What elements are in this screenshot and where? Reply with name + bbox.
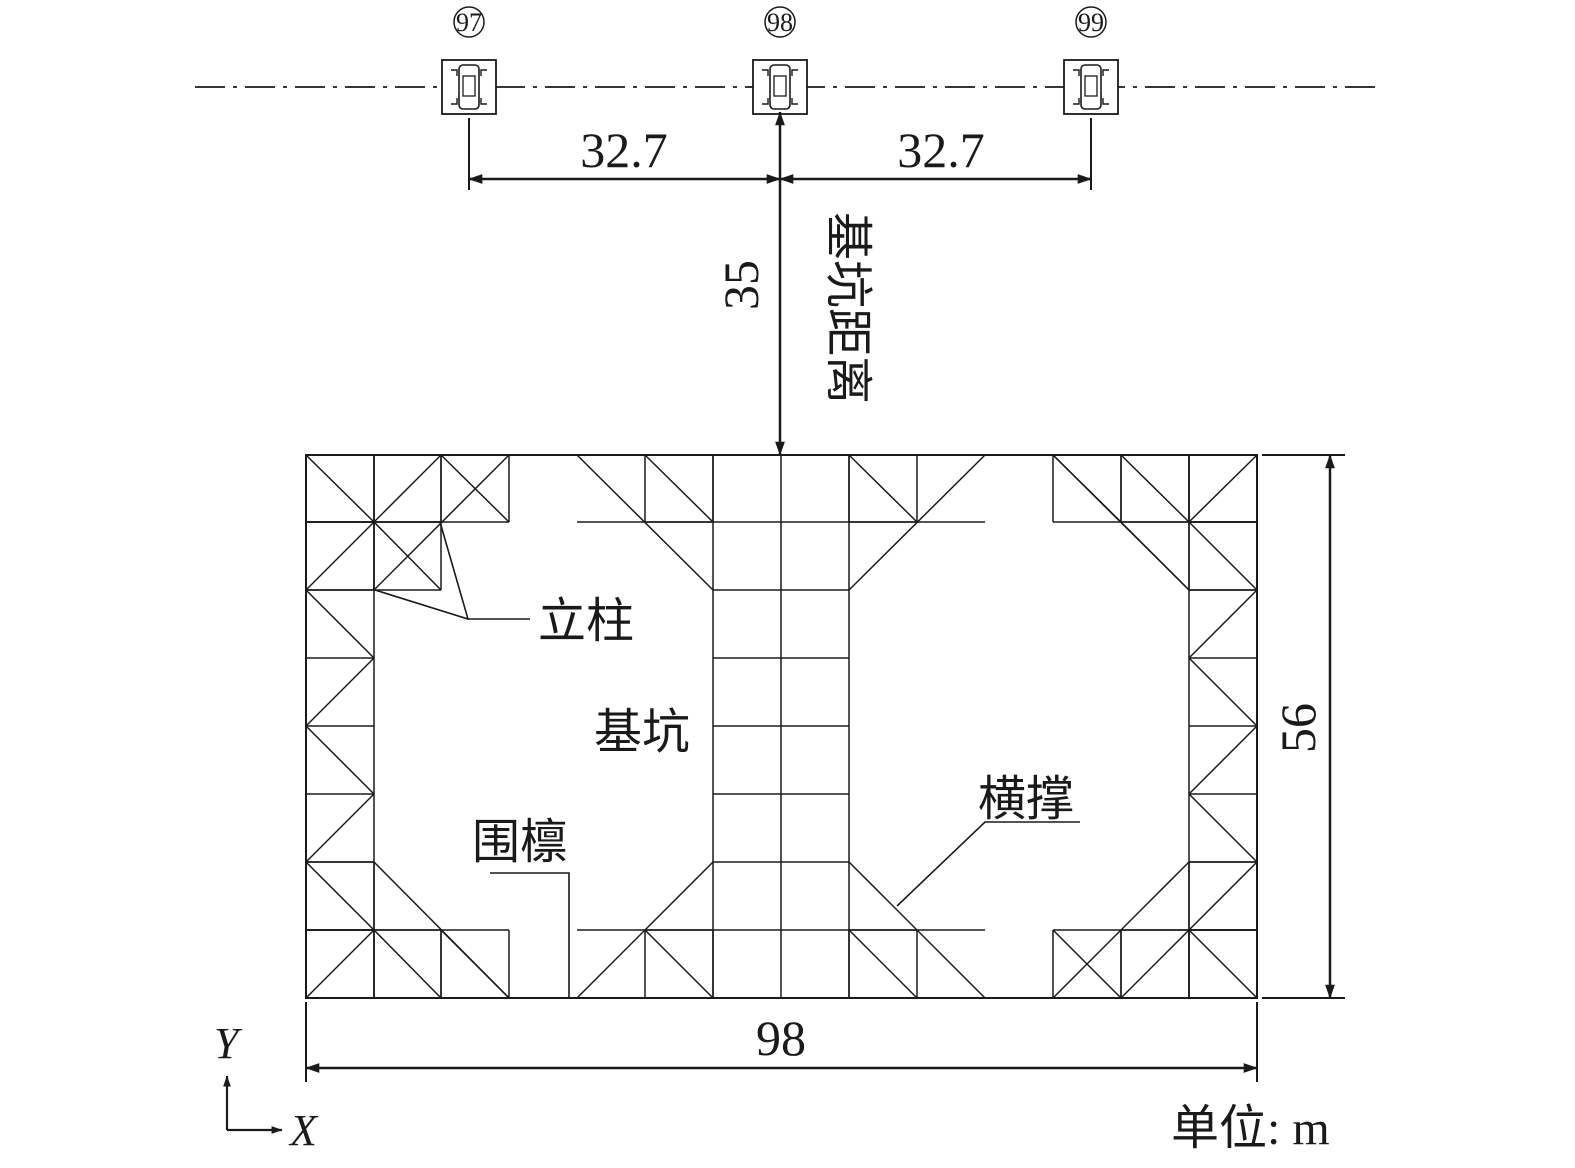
support-member: [848, 929, 918, 999]
column-leader: [374, 521, 530, 621]
coordinate-axes: [223, 1075, 283, 1134]
support-member: [848, 454, 986, 591]
support-member: [644, 454, 714, 523]
support-member: [1188, 861, 1258, 931]
support-member: [373, 861, 510, 999]
support-member: [305, 793, 375, 863]
support-member: [1188, 454, 1258, 523]
support-member: [305, 454, 375, 523]
support-member: [848, 454, 918, 523]
support-members: [305, 454, 1258, 999]
pier-icon: [441, 59, 497, 115]
support-member: [1188, 521, 1258, 591]
support-member: [848, 861, 986, 999]
support-member: [373, 929, 442, 999]
pier-spacing-dimension: [468, 118, 1092, 190]
support-member: [305, 521, 375, 591]
pier-number: 97: [456, 8, 482, 37]
support-member: [1188, 793, 1258, 863]
pier-99: 99: [1063, 6, 1119, 115]
support-member: [1052, 861, 1190, 999]
pier-icon: [752, 59, 808, 115]
support-member: [305, 657, 375, 727]
distance-value: 35: [713, 260, 769, 310]
waler-label: 围檩: [472, 816, 568, 869]
support-member: [1052, 454, 1190, 591]
support-member: [1188, 929, 1258, 999]
strut-label: 横撑: [978, 773, 1074, 826]
distance-label: 基坑距离: [821, 212, 874, 404]
pit-width-dimension: [1262, 454, 1345, 999]
support-member: [305, 861, 375, 931]
waler-leader: [490, 872, 570, 998]
support-member: [644, 929, 714, 999]
pit-length-label: 98: [756, 1010, 806, 1066]
pit-label: 基坑: [594, 706, 690, 759]
y-axis-label: Y: [214, 1019, 243, 1068]
support-member: [1188, 589, 1258, 659]
strut-leader: [896, 821, 1080, 907]
unit-label: 单位: m: [1171, 1102, 1330, 1155]
pier-number: 99: [1078, 8, 1104, 37]
x-axis-label: X: [288, 1106, 319, 1155]
pier-number-circle: [1075, 6, 1107, 38]
support-member: [305, 725, 375, 795]
pit-width-label: 56: [1270, 703, 1326, 753]
pier-icon: [1063, 59, 1119, 115]
pier-spacing-right-label: 32.7: [897, 122, 985, 178]
support-member: [1120, 454, 1190, 523]
column-label: 立柱: [538, 595, 634, 648]
pit-length-dimension: [305, 1002, 1258, 1082]
support-member: [1188, 657, 1258, 727]
pier-97: 97: [441, 6, 497, 115]
support-member: [576, 861, 714, 999]
support-member: [373, 454, 510, 591]
pier-number-circle: [453, 6, 485, 38]
pier-98: 98: [752, 6, 808, 115]
foundation-pit: [305, 454, 1258, 999]
support-member: [373, 454, 442, 523]
support-member: [1188, 725, 1258, 795]
support-member: [305, 929, 375, 999]
support-member: [576, 454, 714, 591]
pier-number: 98: [767, 8, 793, 37]
pier-spacing-left-label: 32.7: [580, 122, 668, 178]
support-member: [305, 589, 375, 659]
pier-number-circle: [764, 6, 796, 38]
support-member: [1120, 929, 1190, 999]
